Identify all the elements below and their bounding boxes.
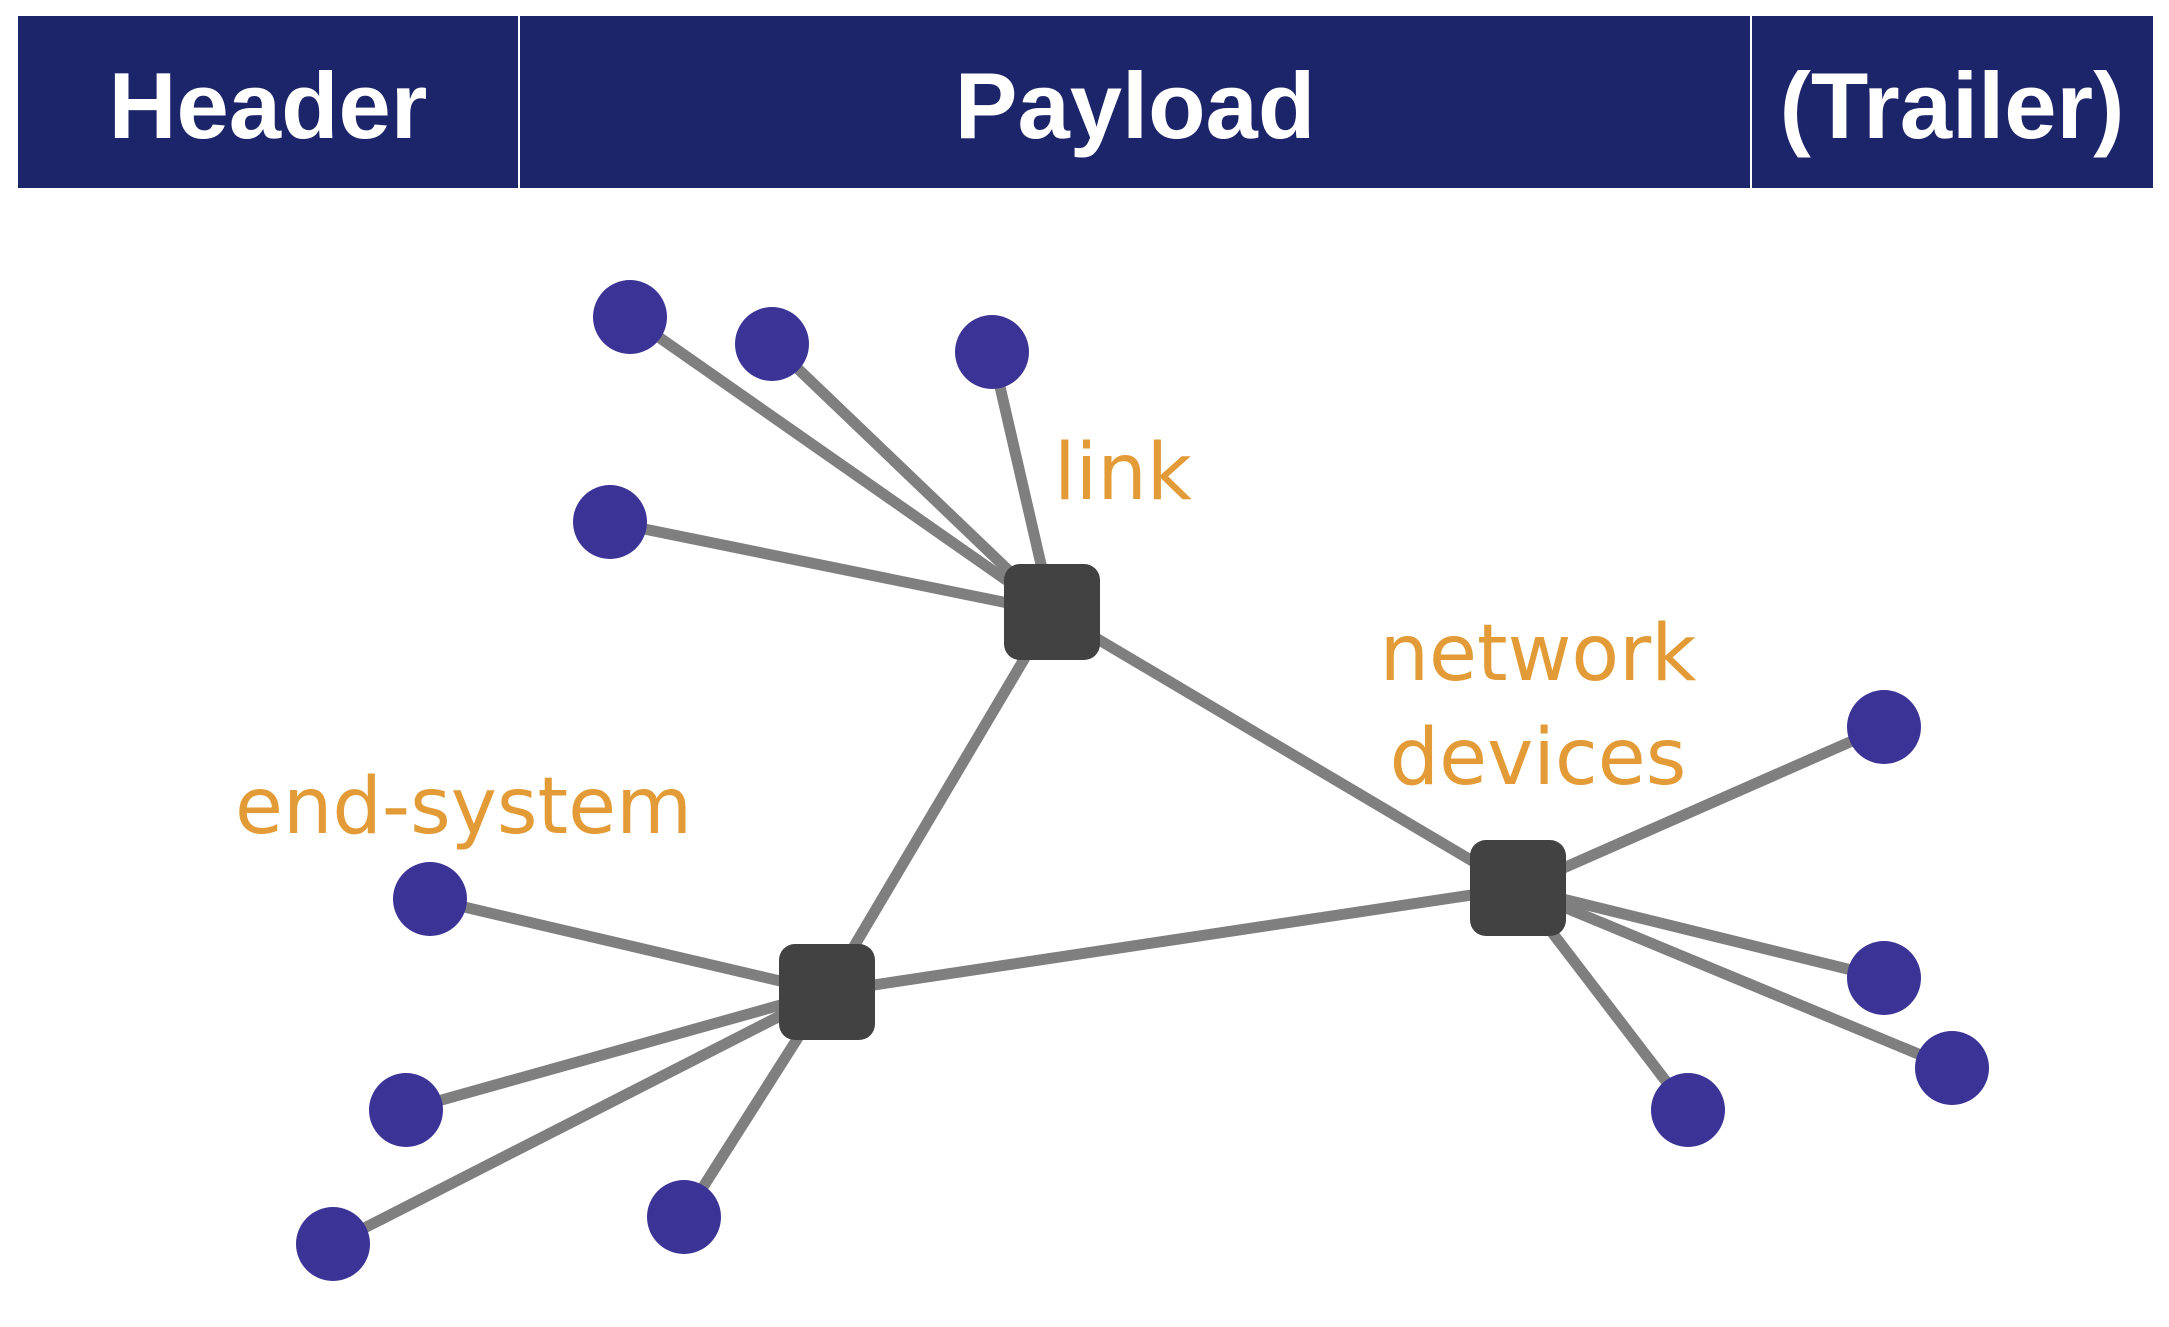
end-system-node [593,280,667,354]
link-line [1512,721,1890,894]
trailer-label: (Trailer) [1780,53,2125,158]
end-system-node [393,862,467,936]
end-system-node [1847,941,1921,1015]
link-line [1512,882,1958,1074]
frame-bar: Header Payload (Trailer) [18,16,2153,188]
payload-label: Payload [955,53,1316,158]
end-system-node [735,307,809,381]
end-system-annotation: end-system [235,762,692,852]
header-cell [18,16,518,188]
link-line [400,986,833,1116]
end-system-node [573,485,647,559]
link-line [766,338,1058,618]
end-system-node [369,1073,443,1147]
end-system-node [647,1180,721,1254]
network-devices-annotation-line1: network [1380,609,1697,699]
link-line [1512,882,1890,984]
end-system-node [1915,1031,1989,1105]
end-system-node [955,315,1029,389]
payload-cell [520,16,1750,188]
network-device-right [1470,840,1566,936]
end-systems [296,280,1989,1281]
end-system-node [1847,690,1921,764]
trailer-cell [1752,16,2153,188]
network-devices-annotation-line2: devices [1390,713,1687,803]
header-label: Header [109,53,428,158]
link-line [327,986,833,1250]
link-line [1046,606,1524,894]
network-device-top [1004,564,1100,660]
link-line [624,311,1058,618]
end-system-node [1651,1073,1725,1147]
end-system-node [296,1207,370,1281]
link-line [821,882,1524,998]
network-device-bottom [779,944,875,1040]
network-devices [779,564,1566,1040]
link-line [424,893,833,998]
links [327,311,1958,1250]
link-annotation: link [1054,428,1192,518]
link-line [604,516,1058,618]
annotations: link network devices end-system [235,428,1696,852]
link-line [821,606,1058,998]
